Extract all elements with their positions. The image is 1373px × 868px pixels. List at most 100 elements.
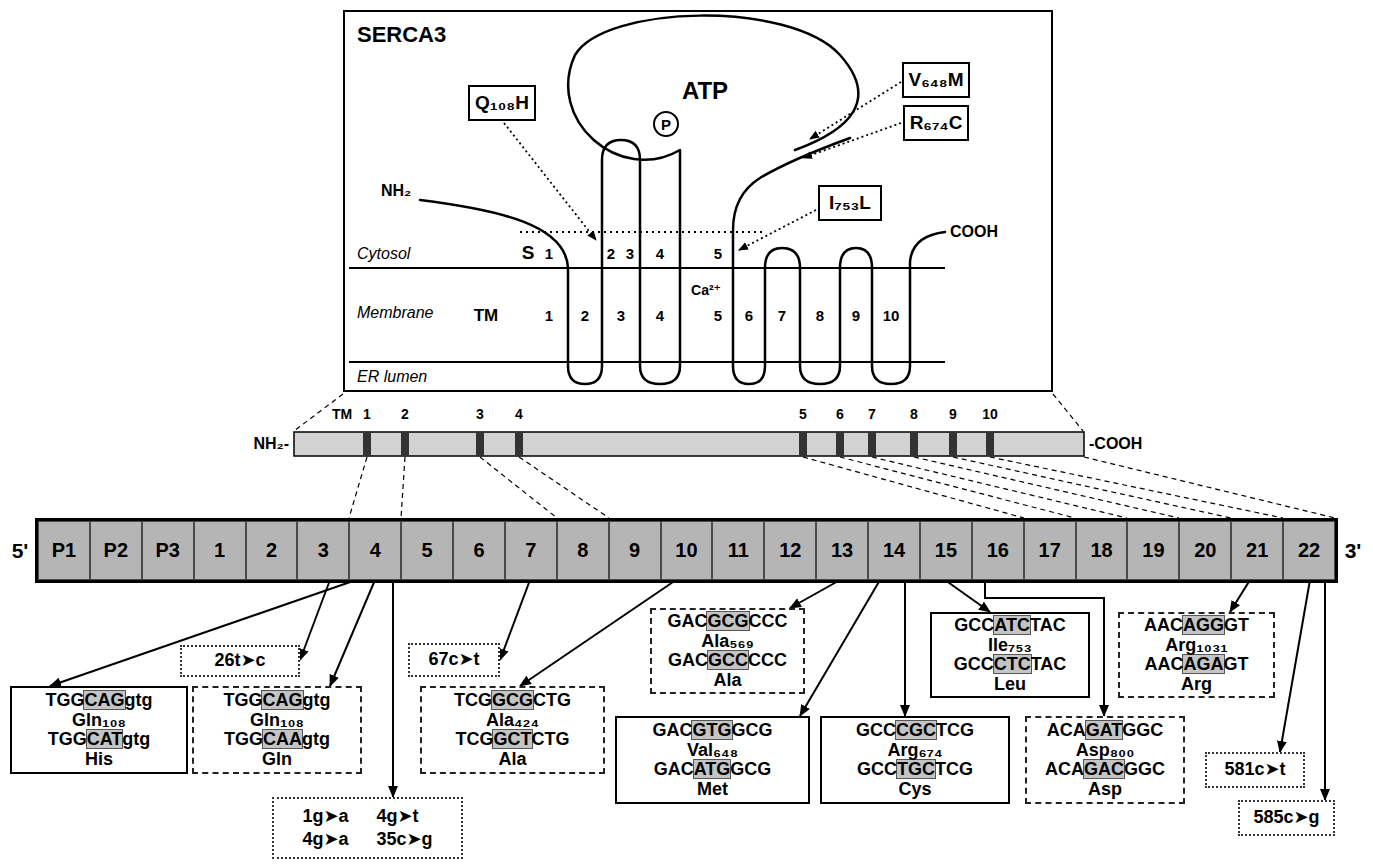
- node-text: Asp₈₀₀: [1076, 741, 1135, 761]
- codon-box: GCCATCTACIle₇₅₃GCCCTCTACLeu: [930, 612, 1090, 698]
- gene-bar-outline: [37, 520, 1337, 582]
- stalk-label: S: [522, 242, 535, 264]
- exon-box: P3: [142, 521, 194, 580]
- node-text: 6: [473, 539, 484, 562]
- codon-box: GACGTGGCGVal₆₄₈GACATGGCGMet: [615, 716, 810, 804]
- exon-box: 17: [1024, 521, 1076, 580]
- node-text: SERCA3: [357, 22, 1039, 48]
- segment-number: 1: [545, 245, 553, 262]
- exon-box: 14: [868, 521, 920, 580]
- node-text: TGGCAGgtg: [46, 691, 153, 711]
- exon-box: 19: [1127, 521, 1179, 580]
- region-label: Cytosol: [357, 245, 410, 263]
- mutation-callout: V₆₄₈M: [902, 62, 970, 98]
- segment-number: 4: [515, 406, 523, 422]
- node-text: Gln₁₀₈: [72, 711, 126, 731]
- node-text: 13: [831, 539, 853, 562]
- node-text: Asp: [1088, 780, 1122, 800]
- node-text: 7: [525, 539, 536, 562]
- segment-number: 5: [714, 307, 722, 324]
- connector-arrow: [1230, 580, 1250, 612]
- connector-arrow: [800, 580, 880, 716]
- connector-arrow: [500, 580, 530, 660]
- protein-chain: [420, 16, 945, 384]
- node-text: ACAGATGGC: [1047, 721, 1164, 741]
- mutation-callout: Q₁₀₈H: [468, 85, 536, 121]
- codon-box: GCCCGCTCGArg₆₇₄GCCTGCTCGCys: [820, 716, 1010, 804]
- segment-number: 1: [363, 406, 371, 422]
- segment-number: 4: [656, 245, 664, 262]
- node-text: 35c➤g: [377, 830, 433, 850]
- node-text: GCCTGCTCG: [857, 760, 973, 780]
- connector-arrow: [1324, 580, 1326, 800]
- node-text: GCCCGCTCG: [856, 721, 974, 741]
- node-text: Gln₁₀₈: [250, 711, 304, 731]
- segment-number: 8: [910, 406, 918, 422]
- node-text: 4g➤a: [302, 830, 348, 850]
- connector-arrow: [1280, 580, 1310, 752]
- segment-number: 3: [626, 245, 634, 262]
- segment-number: 3: [476, 406, 484, 422]
- segment-label: TM: [332, 406, 352, 422]
- node-text: GCCATCTAC: [954, 616, 1065, 636]
- node-text: Q₁₀₈H: [475, 92, 529, 114]
- node-text: TGGCAGgtg: [224, 691, 331, 711]
- node-text: Leu: [994, 675, 1026, 695]
- exon-box: 13: [816, 521, 868, 580]
- exon-box: 21: [1231, 521, 1283, 580]
- exon-box: 22: [1283, 521, 1335, 580]
- node-text: 1: [214, 539, 225, 562]
- node-text: 19: [1142, 539, 1164, 562]
- node-text: 21: [1246, 539, 1268, 562]
- node-text: 12: [779, 539, 801, 562]
- node-text: 10: [675, 539, 697, 562]
- node-text: Ala₄₂₄: [486, 711, 539, 731]
- node-text: 581c➤t: [1224, 760, 1285, 780]
- node-text: 8: [577, 539, 588, 562]
- node-text: TCGGCTCTG: [456, 730, 570, 750]
- connector-arrow: [50, 580, 356, 686]
- segment-number: 7: [778, 307, 786, 324]
- node-text: 11: [728, 539, 749, 562]
- node-text: Val₆₄₈: [687, 741, 738, 761]
- node-text: V₆₄₈M: [908, 69, 963, 91]
- node-text: 2: [266, 539, 277, 562]
- exon-box: 20: [1179, 521, 1231, 580]
- segment-number: 6: [745, 307, 753, 324]
- node-text: P2: [104, 539, 128, 562]
- node-text: Arg₆₇₄: [888, 741, 943, 761]
- node-text: 67c➤t: [428, 650, 479, 670]
- terminus-label: COOH: [950, 223, 998, 241]
- exon-box: 11: [712, 521, 764, 580]
- node-text: GACGCCCCC: [668, 651, 787, 671]
- strand-end-label: 3': [1345, 539, 1362, 563]
- exon-box: 6: [453, 521, 505, 580]
- segment-number: 3: [617, 307, 625, 324]
- node-text: 5: [422, 539, 433, 562]
- mutation-callout: I₇₅₃L: [818, 185, 882, 221]
- segment-number: 10: [982, 406, 998, 422]
- node-text: GCCCTCTAC: [954, 655, 1067, 675]
- exon-box: 2: [246, 521, 298, 580]
- node-text: R₆₇₄C: [910, 112, 963, 134]
- node-text: GACGCGCCC: [668, 612, 788, 632]
- node-text: Ala₅₆₉: [701, 632, 754, 652]
- node-text: P1: [52, 539, 76, 562]
- node-text: 3: [318, 539, 329, 562]
- node-text: 14: [883, 539, 905, 562]
- segment-number: 6: [836, 406, 844, 422]
- node-text: I₇₅₃L: [829, 192, 871, 214]
- connector-arrow: [790, 580, 840, 608]
- connector-arrow: [904, 580, 906, 716]
- node-text: GACGTGGCG: [653, 721, 773, 741]
- node-text: GACATGGCG: [654, 760, 772, 780]
- exon-box: 7: [505, 521, 557, 580]
- node-text: AACAGGGT: [1144, 616, 1249, 636]
- segment-number: 5: [714, 245, 722, 262]
- exon-box: 3: [297, 521, 349, 580]
- segment-number: 1: [545, 307, 553, 324]
- segment-number: 7: [868, 406, 876, 422]
- node-text: Met: [697, 780, 728, 800]
- ion-label: Ca²⁺: [691, 282, 721, 298]
